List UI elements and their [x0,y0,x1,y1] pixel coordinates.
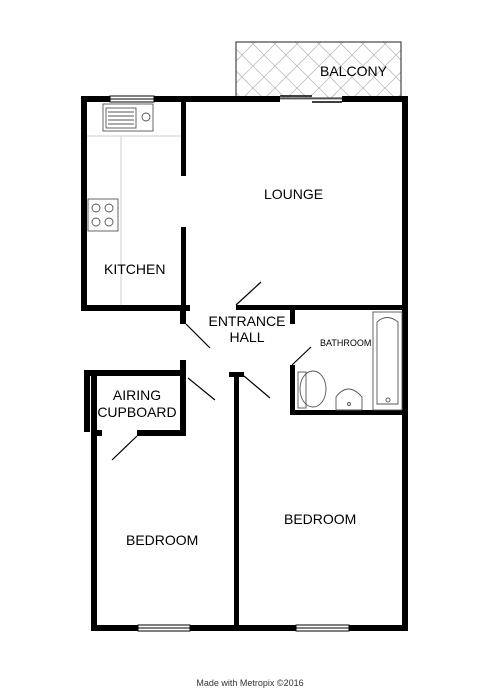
credit-text: Made with Metropix ©2016 [196,678,303,688]
bathroom-label: BATHROOM [320,338,371,348]
entrance-hall-label-line1: ENTRANCE [208,313,285,329]
door-swings [111,281,312,461]
balcony-label: BALCONY [320,63,388,79]
airing-cupboard-label-line1: AIRING [113,387,161,403]
bedroom-right-label: BEDROOM [284,511,356,527]
balcony [235,41,402,99]
kitchen-fixtures [87,103,181,305]
windows [109,95,350,632]
airing-cupboard-label-line2: CUPBOARD [97,404,176,420]
lounge-label: LOUNGE [264,186,323,202]
room-labels: BALCONY LOUNGE KITCHEN ENTRANCE HALL BAT… [97,63,387,548]
bedroom-left-label: BEDROOM [126,532,198,548]
entrance-hall-label-line2: HALL [229,329,264,345]
bathroom-fixtures [297,311,403,411]
walls [81,96,408,631]
balcony-doors [280,95,342,103]
kitchen-label: KITCHEN [104,261,165,277]
